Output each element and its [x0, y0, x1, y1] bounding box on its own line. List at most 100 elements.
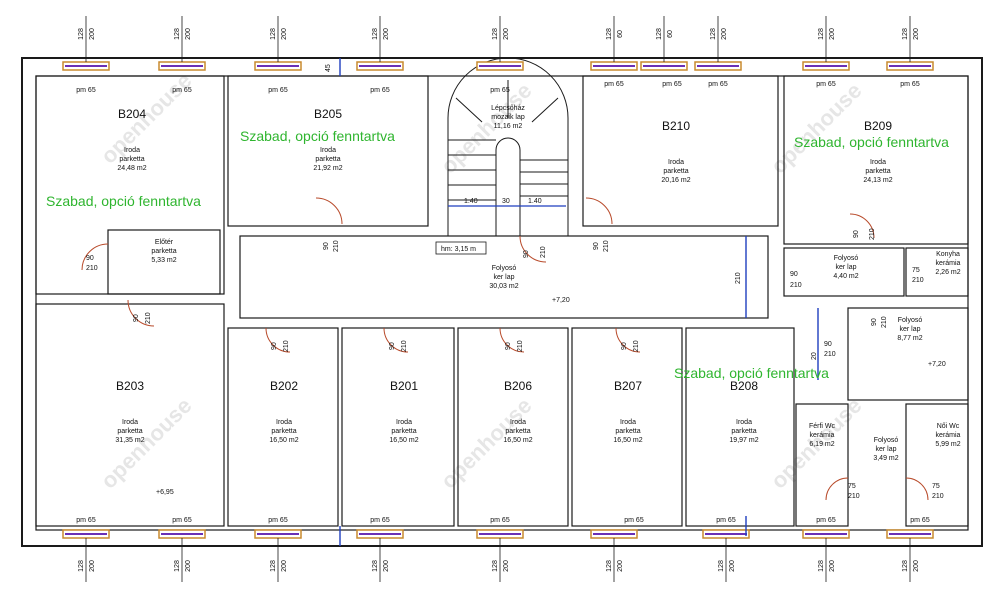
level-marks: +7,20 +6,95 +7,20	[156, 297, 946, 496]
window-height-label: 200	[281, 560, 288, 572]
window-width-label: 128	[818, 28, 825, 40]
door-height: 210	[912, 277, 924, 284]
room-area: 24,48 m2	[117, 165, 146, 172]
door-width: 90	[505, 342, 512, 350]
door-height: 210	[603, 240, 610, 252]
room-floor: kerámia	[936, 260, 961, 267]
door-height: 210	[932, 493, 944, 500]
door-width: 90	[593, 242, 600, 250]
door-height: 210	[848, 493, 860, 500]
window-width-label: 128	[492, 560, 499, 572]
room-floor: parketta	[151, 248, 176, 255]
room-use: Iroda	[510, 419, 526, 426]
parapet-label: pm 65	[490, 87, 510, 94]
room-id: B203	[116, 379, 144, 393]
door-height: 210	[633, 340, 640, 352]
parapet-label: pm 65	[708, 81, 728, 88]
window-height-label: 200	[829, 560, 836, 572]
window-width-label: 128	[606, 560, 613, 572]
staircase	[447, 57, 569, 236]
door-arc-icon	[825, 477, 849, 501]
level-mark-b203: +6,95	[156, 489, 174, 496]
door-width: 90	[133, 314, 140, 322]
wall-offset-b208: 20	[811, 352, 818, 360]
window-height-label: 200	[383, 28, 390, 40]
room-use: Lépcsőház	[491, 105, 525, 112]
status-label-b208: Szabad, opció fenntartva	[674, 365, 829, 381]
room-floor: parketta	[119, 156, 144, 163]
stair-well	[495, 137, 521, 236]
window-width-label: 128	[902, 560, 909, 572]
door-width: 90	[523, 250, 530, 258]
room-floor: kerámia	[810, 432, 835, 439]
stair-width-left: 1.40	[464, 198, 478, 205]
window-height-label: 200	[281, 28, 288, 40]
room-id: B207	[614, 379, 642, 393]
room-use: Iroda	[276, 419, 292, 426]
door-width: 90	[871, 318, 878, 326]
room-floor: parketta	[731, 428, 756, 435]
wall-b203	[35, 303, 225, 527]
parapet-label: pm 65	[816, 517, 836, 524]
parapet-label: pm 65	[816, 81, 836, 88]
room-area: 4,40 m2	[833, 273, 858, 280]
door-width: 90	[824, 341, 832, 348]
wall-b202	[227, 327, 339, 527]
watermark-text: openhouse	[96, 68, 197, 169]
room-use: Iroda	[124, 147, 140, 154]
corridor-width-label: 210	[735, 272, 742, 284]
wall-wc-men	[795, 403, 849, 527]
wall-b206	[457, 327, 569, 527]
room-use: Folyosó	[834, 255, 859, 262]
window-height-label: 200	[503, 560, 510, 572]
wall-b209	[783, 75, 969, 245]
watermark-text: openhouse	[96, 393, 197, 494]
window-icon: 128 200	[476, 529, 524, 582]
room-use: Női Wc	[937, 423, 960, 430]
window-height-label: 200	[383, 560, 390, 572]
window-width-label: 128	[818, 560, 825, 572]
window-width-label: 128	[270, 28, 277, 40]
stair-outline	[447, 57, 569, 236]
wall-eloter	[107, 229, 221, 295]
parapet-label: pm 65	[490, 517, 510, 524]
room-floor: ker lap	[493, 274, 514, 281]
window-height-label: 200	[721, 28, 728, 40]
window-width-label: 128	[174, 28, 181, 40]
room-area: 20,16 m2	[661, 177, 690, 184]
door-dims: 90 210 90 210 90 210 90 210 90 210 90 21…	[86, 228, 944, 500]
door-width: 90	[323, 242, 330, 250]
parapet-label: pm 65	[910, 517, 930, 524]
parapet-label: pm 65	[76, 87, 96, 94]
window-width-label: 128	[372, 560, 379, 572]
parapet-label: pm 65	[370, 87, 390, 94]
room-id: B210	[662, 119, 690, 133]
room-area: 8,77 m2	[897, 335, 922, 342]
headroom-box	[435, 241, 487, 255]
room-use: Folyosó	[874, 437, 899, 444]
room-use: Folyosó	[898, 317, 923, 324]
door-arc-icon	[499, 327, 525, 353]
room-id: B201	[390, 379, 418, 393]
door-width: 75	[932, 483, 940, 490]
door-height: 210	[517, 340, 524, 352]
door-width: 90	[853, 230, 860, 238]
room-id: B208	[730, 379, 758, 393]
room-floor: parketta	[271, 428, 296, 435]
